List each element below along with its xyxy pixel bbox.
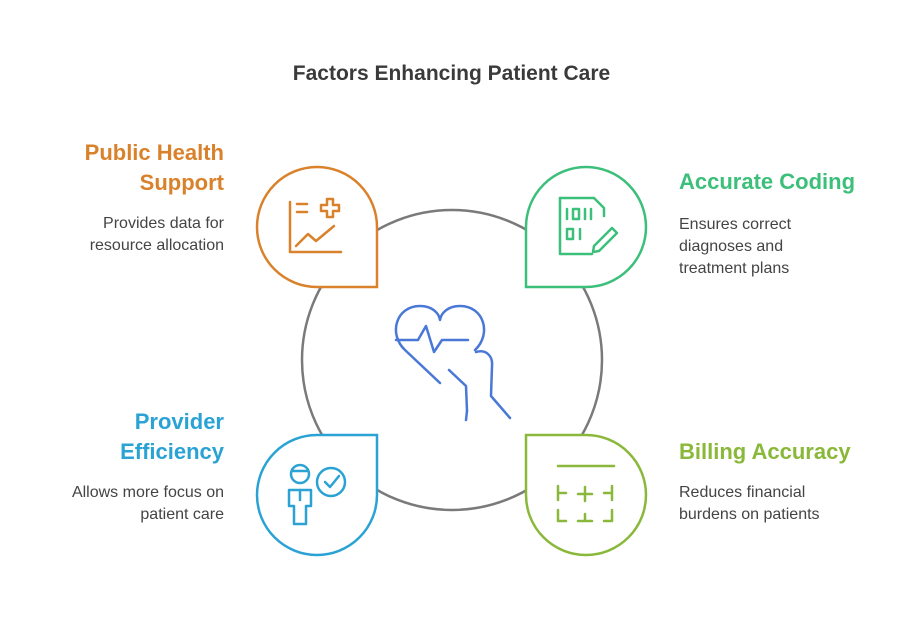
public-health-heading: Public Health Support — [84, 140, 224, 195]
provider-efficiency-description: Allows more focus on patient care — [71, 484, 224, 523]
central-ring — [300, 208, 604, 512]
heart-hand-icon — [394, 304, 512, 422]
diagram-title: Factors Enhancing Patient Care — [292, 62, 611, 85]
billing-accuracy-heading: Billing Accuracy — [679, 439, 851, 464]
calculator-icon — [556, 464, 616, 523]
provider-efficiency-shape — [255, 433, 379, 557]
public-health-shape — [255, 165, 379, 289]
binary-document-icon — [558, 196, 619, 256]
accurate-coding-shape — [524, 165, 648, 289]
billing-accuracy-description: Reduces financial burdens on patients — [679, 484, 820, 523]
accurate-coding-heading: Accurate Coding — [679, 169, 856, 194]
provider-efficiency-heading: Provider Efficiency — [120, 409, 224, 464]
accurate-coding-description: Ensures correct diagnoses and treatment … — [679, 216, 792, 277]
health-chart-icon — [288, 197, 343, 254]
public-health-description: Provides data for resource allocation — [89, 215, 224, 254]
provider-check-icon — [287, 463, 347, 526]
